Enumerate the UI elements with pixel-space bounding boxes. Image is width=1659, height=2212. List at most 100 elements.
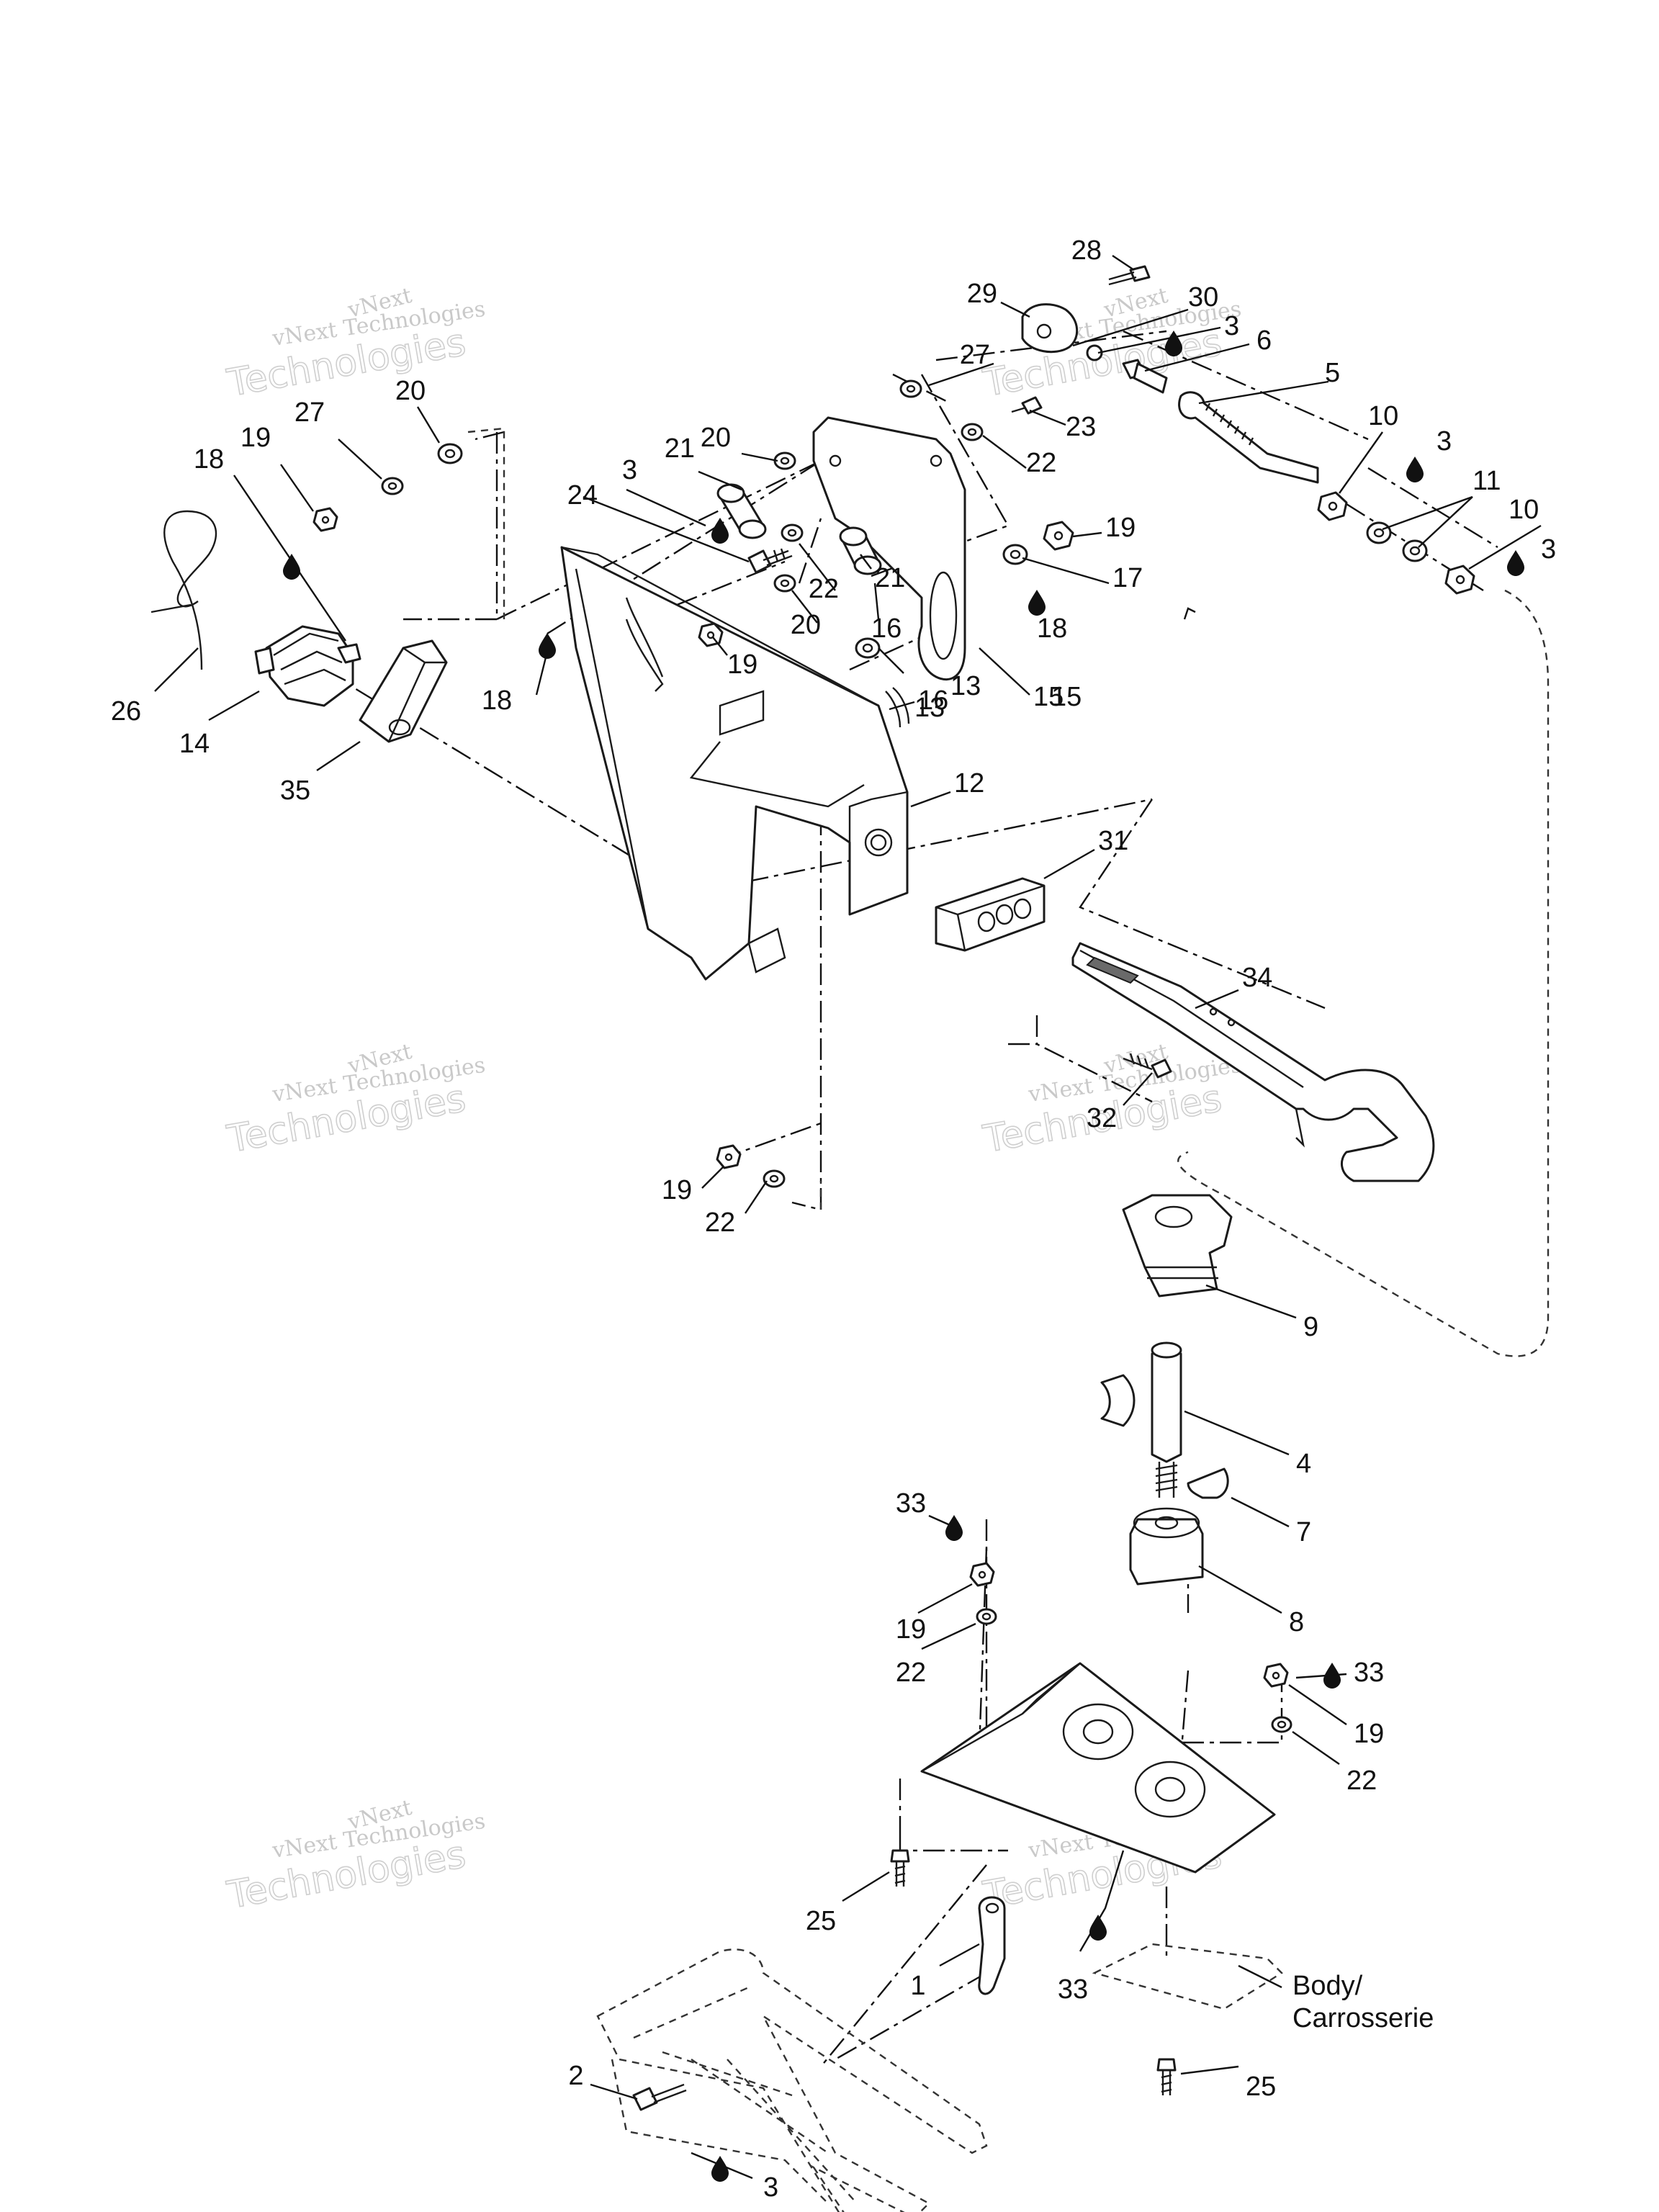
callout-10: 10 [1368,401,1398,431]
callout-20: 20 [701,423,731,453]
callout-33: 33 [1058,1974,1088,2005]
callout-19: 19 [662,1175,692,1205]
callout-15: 15 [1033,682,1064,712]
callout-19: 19 [240,423,271,453]
bolt [890,1849,910,1887]
callout-19: 19 [727,649,757,680]
clevis [978,1896,1006,1995]
callout-33: 33 [1354,1658,1384,1688]
nut [716,1144,742,1169]
nut [969,1562,995,1587]
callout-21: 21 [665,433,695,464]
washer [1002,544,1028,565]
nut [1043,521,1074,551]
callout-11: 11 [1473,466,1501,496]
sealant-drop-icon [283,554,300,580]
callout-25: 25 [806,1906,836,1936]
callout-8: 8 [1289,1607,1304,1637]
washer [781,523,804,542]
lever-plate [812,416,966,681]
watermark: vNext vNext Technologies Technologies [223,283,487,406]
callout-26: 26 [111,696,141,727]
callout-10: 10 [1509,495,1539,525]
watermark: vNext vNext Technologies Technologies [979,1039,1243,1162]
leader-lines [154,255,1542,2180]
callout-18: 18 [1037,613,1067,644]
washer [1271,1716,1292,1733]
callout-13: 13 [914,693,945,723]
bolt [1156,2058,1177,2095]
hidden-lines [819,589,1550,1357]
callout-18: 18 [482,685,512,716]
callout-24: 24 [567,480,598,511]
callout-18: 18 [194,444,224,475]
callout-15: 15 [1051,682,1082,712]
clip-left [1100,1374,1136,1427]
callout-29: 29 [967,279,997,309]
cable-end [1021,265,1168,394]
footrest-phantom [596,1948,988,2212]
bolt [1123,1053,1172,1079]
hidden-line [467,427,505,619]
callout-27: 27 [295,397,325,428]
hair-pin [150,510,217,670]
washer [976,1608,997,1625]
spring [885,687,910,728]
body-label-line2: Carrosserie [1292,2003,1434,2033]
callout-32: 32 [1087,1103,1117,1133]
callout-1: 1 [910,1971,925,2001]
callout-16: 16 [871,613,902,644]
washer [1366,521,1392,544]
sealant-drop-icon [1507,550,1524,576]
callout-23: 23 [1066,412,1096,442]
callouts: 28 29 30 3 6 5 10 3 11 10 3 27 23 22 19 … [111,235,1556,2203]
callout-34: 34 [1242,963,1272,993]
nut [698,622,724,647]
main-bracket [560,546,909,981]
callout-19: 19 [1354,1719,1384,1749]
block [359,639,448,743]
spacer [839,526,882,575]
callout-5: 5 [1325,358,1340,388]
sealant-drop-icon [1028,590,1046,616]
callout-6: 6 [1256,325,1272,356]
bolt [632,2083,687,2111]
callout-22: 22 [896,1658,926,1688]
callout-16: 16 [918,685,948,716]
sealant-drop-icon [711,518,729,544]
callout-20: 20 [791,610,821,640]
sealant-drop-icon [1406,457,1424,482]
callout-25: 25 [1246,2072,1276,2102]
callout-4: 4 [1296,1449,1311,1479]
washer [763,1169,786,1188]
bolt [747,548,793,574]
callout-21: 21 [875,563,905,593]
callout-22: 22 [1026,448,1056,478]
callout-22: 22 [1346,1766,1377,1796]
brake-pedal-shaft [1071,942,1435,1182]
callout-13: 13 [950,671,981,701]
callout-12: 12 [954,768,984,799]
washer [381,477,404,495]
callout-20: 20 [395,376,426,406]
block-31 [935,877,1046,952]
nut [1263,1663,1289,1688]
sealant-drop-icon [1089,1915,1107,1941]
callout-9: 9 [1303,1312,1318,1342]
callout-14: 14 [179,729,210,759]
callout-7: 7 [1296,1517,1311,1547]
washer [773,574,796,593]
spacer [716,483,767,539]
lower-bracket [920,1662,1276,1874]
callout-17: 17 [1112,563,1143,593]
callout-22: 22 [809,574,839,604]
callout-19: 19 [896,1614,926,1645]
callout-35: 35 [280,775,310,806]
callout-19: 19 [1105,513,1136,543]
washer [773,451,796,470]
callout-27: 27 [960,340,990,370]
callout-3: 3 [1224,311,1239,341]
threaded-rod [1178,391,1319,484]
callout-30: 30 [1188,282,1218,313]
nut [1444,565,1475,595]
